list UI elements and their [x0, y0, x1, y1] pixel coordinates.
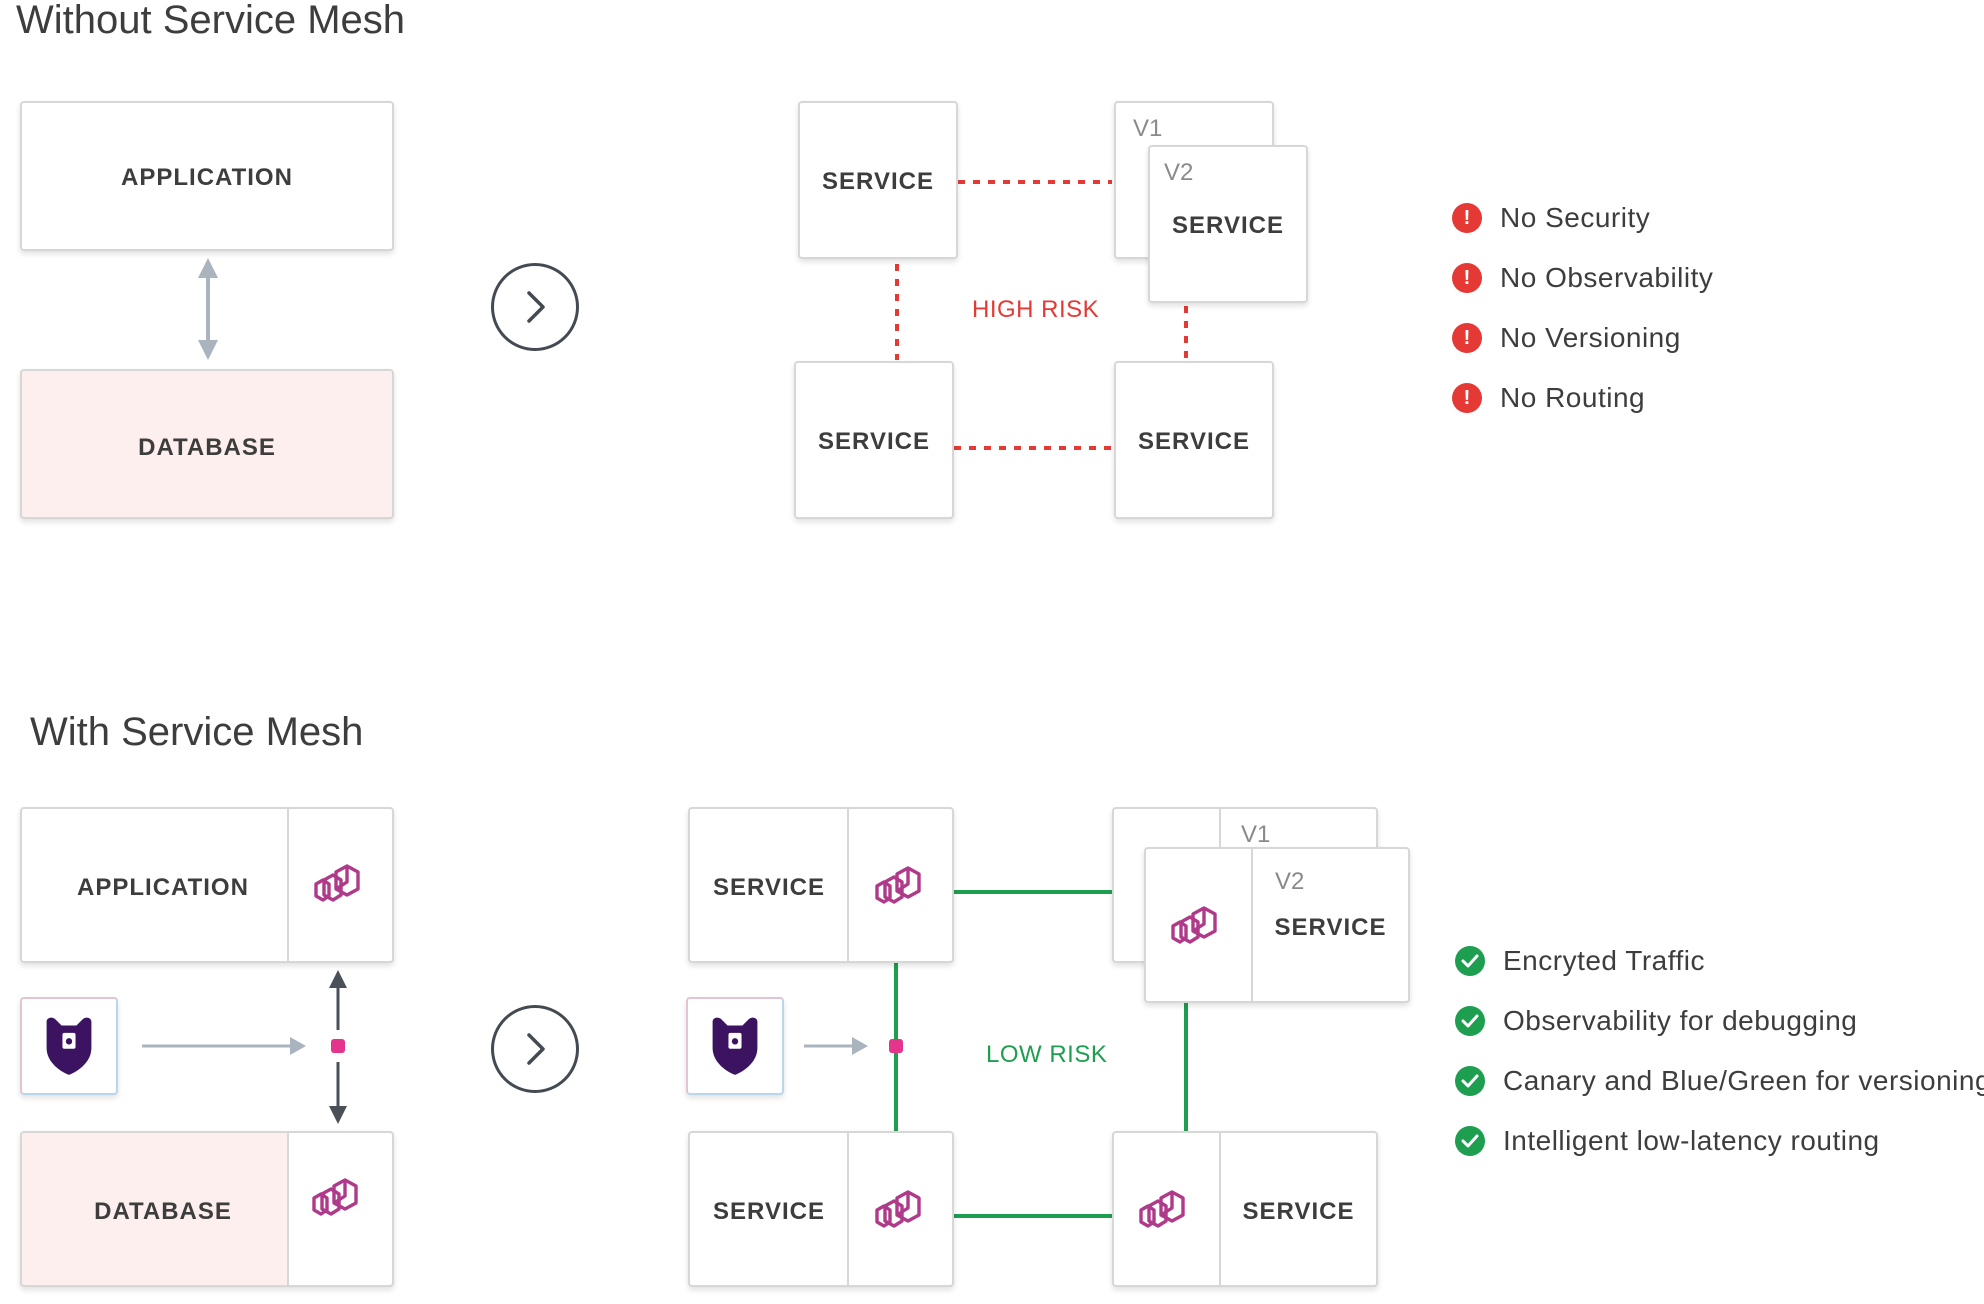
- issue-item: ! No Versioning: [1452, 323, 1681, 353]
- service-label: SERVICE: [1172, 212, 1284, 239]
- sidecar-divider: [287, 809, 289, 961]
- check-icon: [1455, 946, 1485, 976]
- sidecar-divider: [1251, 849, 1253, 1001]
- issue-item: ! No Security: [1452, 203, 1650, 233]
- benefit-item: Intelligent low-latency routing: [1455, 1126, 1880, 1156]
- application-label: APPLICATION: [121, 164, 293, 191]
- section-title-without: Without Service Mesh: [16, 0, 406, 42]
- control-plane-logo: [20, 997, 118, 1095]
- issue-label: No Routing: [1500, 382, 1646, 413]
- service-label: SERVICE: [822, 168, 934, 195]
- envoy-proxy-icon: [1134, 1188, 1194, 1236]
- bear-logo-icon: [707, 1015, 763, 1077]
- check-icon: [1455, 1126, 1485, 1156]
- envoy-proxy-icon: [309, 862, 369, 910]
- issue-label: No Security: [1500, 202, 1651, 233]
- connector-dot: [889, 1039, 903, 1053]
- control-plane-arrows: [142, 1037, 868, 1055]
- exclamation-icon: !: [1452, 323, 1482, 353]
- version-label-v1: V1: [1133, 115, 1163, 142]
- exclamation-icon: !: [1452, 263, 1482, 293]
- envoy-proxy-icon: [870, 864, 930, 912]
- service-box-mesh-bottom-left: SERVICE: [688, 1131, 954, 1287]
- application-box-mesh: APPLICATION: [20, 807, 394, 963]
- service-label: SERVICE: [818, 428, 930, 455]
- issue-item: ! No Observability: [1452, 263, 1713, 293]
- service-box-top-left: SERVICE: [798, 101, 958, 259]
- app-db-sidecar-arrows: [329, 970, 347, 1124]
- version-label-v2: V2: [1275, 868, 1305, 895]
- database-label: DATABASE: [138, 434, 276, 461]
- check-icon: [1455, 1066, 1485, 1096]
- service-box-mesh-top-left: SERVICE: [688, 807, 954, 963]
- sidecar-divider: [287, 1133, 289, 1285]
- sidecar-divider: [847, 1133, 849, 1285]
- benefit-label: Canary and Blue/Green for versioning: [1503, 1065, 1984, 1096]
- service-box-mesh-bottom-right: SERVICE: [1112, 1131, 1378, 1287]
- exclamation-icon: !: [1452, 383, 1482, 413]
- issue-label: No Observability: [1500, 262, 1714, 293]
- service-label: SERVICE: [713, 1198, 825, 1225]
- control-plane-logo: [686, 997, 784, 1095]
- envoy-proxy-icon: [307, 1176, 367, 1224]
- chevron-right-icon: [527, 291, 545, 323]
- section-title-with: With Service Mesh: [30, 710, 364, 754]
- bear-logo-icon: [41, 1015, 97, 1077]
- service-label: SERVICE: [1274, 914, 1387, 941]
- service-v2-box-mesh: V2 SERVICE: [1144, 847, 1410, 1003]
- benefit-label: Encryted Traffic: [1503, 945, 1706, 976]
- service-label: SERVICE: [713, 874, 825, 901]
- service-label: SERVICE: [1242, 1198, 1355, 1225]
- low-risk-label: LOW RISK: [986, 1041, 1108, 1068]
- database-box: DATABASE: [20, 369, 394, 519]
- exclamation-icon: !: [1452, 203, 1482, 233]
- benefit-label: Observability for debugging: [1503, 1005, 1858, 1036]
- issue-label: No Versioning: [1500, 322, 1681, 353]
- version-label-v2: V2: [1164, 159, 1194, 186]
- sidecar-divider: [1219, 1133, 1221, 1285]
- service-box-bottom-left: SERVICE: [794, 361, 954, 519]
- chevron-right-icon: [527, 1033, 545, 1065]
- service-box-bottom-right: SERVICE: [1114, 361, 1274, 519]
- next-arrow-button-bottom[interactable]: [491, 1005, 579, 1093]
- service-label: SERVICE: [1138, 428, 1250, 455]
- benefit-item: Encryted Traffic: [1455, 946, 1705, 976]
- app-db-arrow: [198, 258, 218, 360]
- sidecar-divider: [847, 809, 849, 961]
- issue-item: ! No Routing: [1452, 383, 1645, 413]
- benefit-label: Intelligent low-latency routing: [1503, 1125, 1880, 1156]
- high-risk-label: HIGH RISK: [972, 296, 1100, 323]
- application-box: APPLICATION: [20, 101, 394, 251]
- benefit-item: Canary and Blue/Green for versioning: [1455, 1066, 1984, 1096]
- application-label: APPLICATION: [77, 874, 249, 901]
- next-arrow-button-top[interactable]: [491, 263, 579, 351]
- service-v2-box: V2 SERVICE: [1148, 145, 1308, 303]
- benefit-item: Observability for debugging: [1455, 1006, 1857, 1036]
- connector-dot: [331, 1039, 345, 1053]
- database-label: DATABASE: [94, 1198, 232, 1225]
- check-icon: [1455, 1006, 1485, 1036]
- version-label-v1: V1: [1241, 821, 1271, 848]
- envoy-proxy-icon: [870, 1188, 930, 1236]
- envoy-proxy-icon: [1166, 904, 1226, 952]
